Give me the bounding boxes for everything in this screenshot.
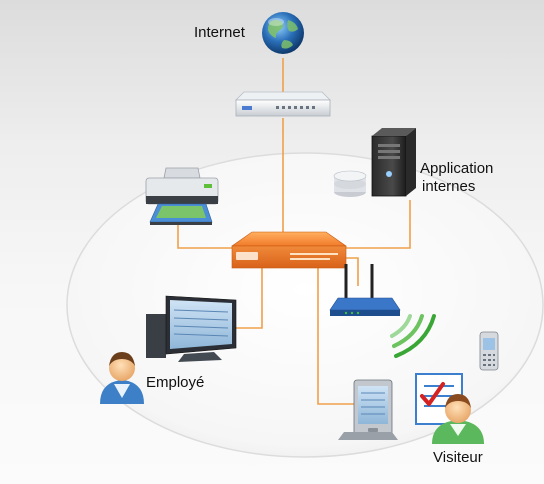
tablet-icon — [338, 379, 398, 440]
network-zone-ellipse — [66, 152, 544, 458]
router-icon — [235, 91, 331, 117]
visitor-avatar-icon — [432, 394, 484, 444]
employee-avatar-icon — [100, 352, 144, 404]
connector-appliance-tablet — [317, 266, 354, 405]
internet-label: Internet — [194, 24, 245, 41]
wifi-access-point-icon — [329, 264, 436, 358]
wifi-signal-waves — [390, 314, 436, 358]
server-icon — [333, 128, 416, 197]
employee-label: Employé — [146, 374, 205, 391]
connector-printer-appliance — [177, 222, 236, 249]
firewall-appliance-icon — [231, 231, 347, 269]
printer-icon — [145, 167, 219, 225]
connector-server-appliance — [330, 200, 411, 249]
monitor-icon — [146, 295, 237, 362]
globe-icon — [262, 12, 304, 54]
connector-appliance-monitor — [234, 268, 263, 329]
smartphone-icon — [479, 331, 499, 371]
application-label-line2: internes — [422, 178, 476, 195]
application-label-line1: Application — [420, 160, 494, 177]
visitor-label: Visiteur — [433, 449, 483, 466]
